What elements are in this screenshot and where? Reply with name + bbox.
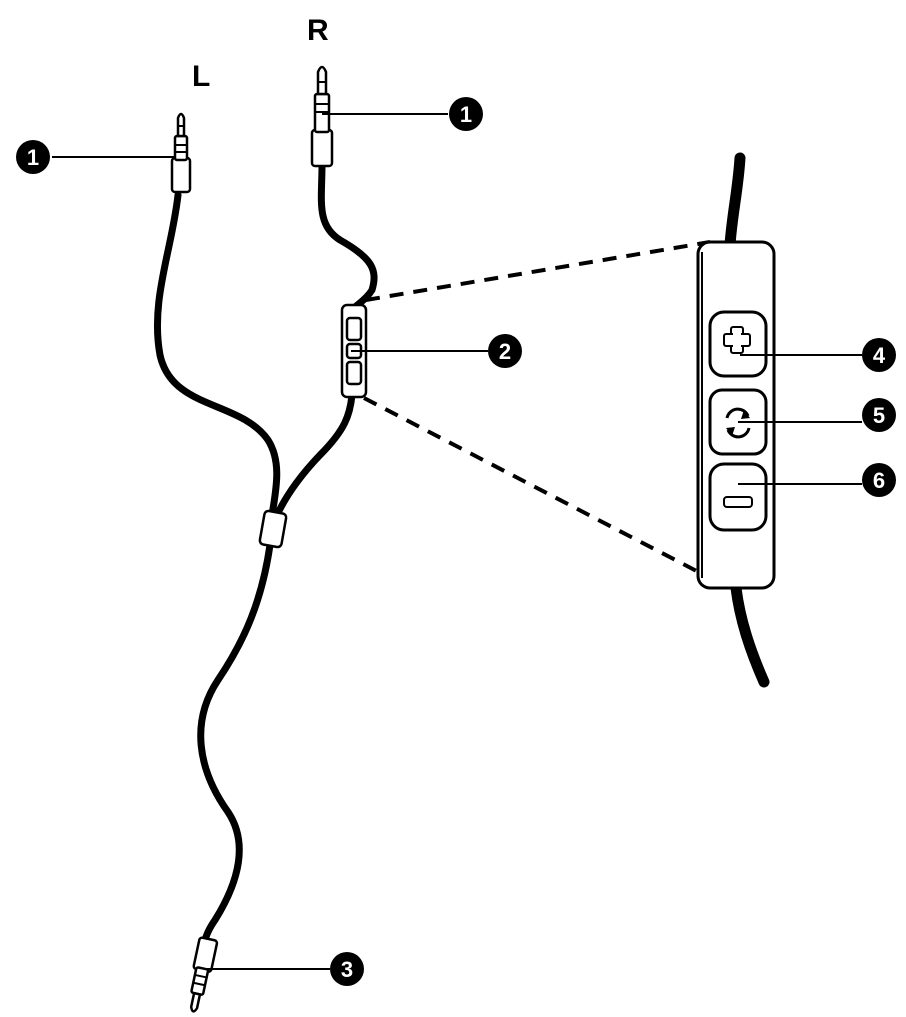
svg-text:1: 1 xyxy=(460,102,472,127)
main-cable xyxy=(197,541,274,949)
left-audio-plug xyxy=(170,112,192,194)
cycle-arrows-icon xyxy=(725,407,751,439)
svg-text:6: 6 xyxy=(873,468,885,493)
zoom-cable-top xyxy=(724,152,746,251)
left-cable xyxy=(153,191,281,519)
callout-bottom-plug: 3 xyxy=(330,952,364,986)
svg-text:1: 1 xyxy=(27,145,39,170)
zoom-line-bottom xyxy=(363,396,711,580)
callout-left-plug: 1 xyxy=(16,140,50,174)
volume-up-button[interactable] xyxy=(708,310,768,378)
inline-remote-enlarged xyxy=(696,240,776,590)
right-audio-plug xyxy=(310,65,334,168)
svg-text:2: 2 xyxy=(499,339,511,364)
callout-right-plug: 1 xyxy=(449,97,483,131)
svg-text:4: 4 xyxy=(873,343,886,368)
minus-icon xyxy=(723,496,753,508)
right-side-label: R xyxy=(307,14,329,47)
cable-splitter xyxy=(258,509,288,549)
zoom-cable-bottom xyxy=(730,582,770,688)
svg-text:3: 3 xyxy=(341,957,353,982)
bottom-audio-plug xyxy=(189,936,219,1013)
right-cable-lower xyxy=(273,391,356,519)
callout-inline-remote: 2 xyxy=(488,334,522,368)
right-cable xyxy=(317,161,378,314)
callout-volume-down: 6 xyxy=(862,463,896,497)
plus-icon xyxy=(723,326,751,354)
callout-play-pause: 5 xyxy=(862,398,896,432)
zoom-line-top xyxy=(365,240,711,302)
svg-text:5: 5 xyxy=(873,403,885,428)
inline-remote-small xyxy=(340,303,368,399)
callout-volume-up: 4 xyxy=(862,338,896,372)
left-side-label: L xyxy=(192,60,210,93)
volume-down-button[interactable] xyxy=(708,462,768,532)
